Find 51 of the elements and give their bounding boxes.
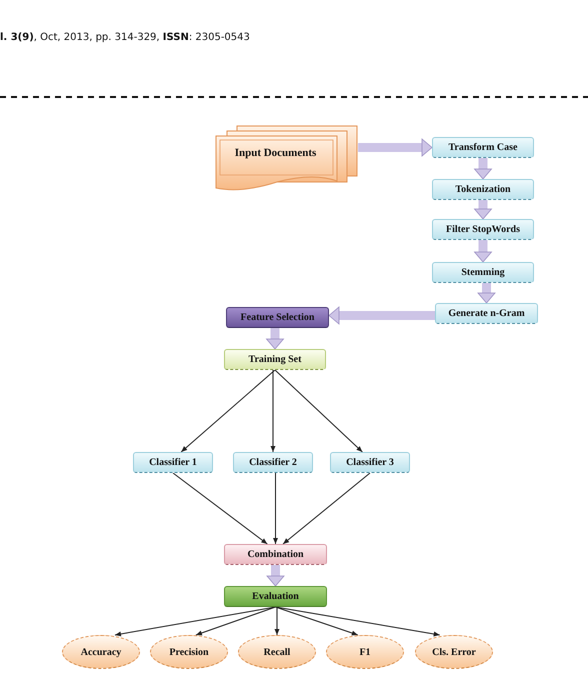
process-box [432, 179, 534, 200]
box-label: Combination [247, 549, 304, 560]
box-label: Evaluation [252, 591, 299, 602]
process-box [432, 137, 534, 158]
process-box [226, 307, 329, 328]
arrow [114, 606, 276, 636]
ellipse-label: Precision [169, 646, 209, 658]
ellipse-label: Accuracy [80, 646, 122, 658]
block-arrow [474, 158, 492, 180]
arrow [274, 370, 363, 452]
arrow [195, 606, 276, 636]
document-label: Input Documents [234, 146, 316, 160]
arrow [275, 606, 440, 636]
process-box [432, 219, 534, 240]
box-label: Filter StopWords [446, 224, 520, 235]
block-arrow [358, 138, 432, 156]
process-box [233, 452, 313, 473]
document-stack [215, 125, 358, 193]
arrow [270, 370, 276, 452]
process-box [330, 452, 410, 473]
arrow [274, 606, 280, 636]
process-box [133, 452, 213, 473]
ellipse-label: Cls. Error [432, 646, 476, 658]
block-arrow [474, 200, 492, 220]
citation-text: l. 3(9), Oct, 2013, pp. 314-329, ISSN: 2305-0543 [0, 32, 250, 44]
arrow [273, 472, 278, 544]
block-arrow [328, 306, 435, 324]
process-box [224, 349, 326, 370]
block-arrow [478, 283, 496, 304]
block-arrow [266, 328, 284, 350]
box-label: Tokenization [455, 184, 511, 195]
arrow [172, 472, 268, 544]
box-label: Transform Case [448, 142, 518, 153]
arrow [282, 472, 370, 544]
box-label: Classifier 3 [346, 457, 394, 468]
box-label: Feature Selection [240, 312, 314, 323]
block-arrow [266, 565, 284, 586]
block-arrow [474, 240, 492, 262]
process-box [432, 262, 534, 283]
box-label: Classifier 2 [249, 457, 297, 468]
process-box [224, 586, 327, 607]
arrow [180, 370, 276, 452]
ellipse-label: F1 [359, 646, 371, 658]
process-box [224, 544, 327, 565]
arrow [275, 606, 358, 636]
box-label: Stemming [461, 267, 505, 278]
box-label: Classifier 1 [149, 457, 197, 468]
ellipse-label: Recall [264, 646, 290, 658]
box-label: Generate n-Gram [448, 308, 525, 319]
box-label: Training Set [248, 354, 302, 365]
process-box [435, 303, 538, 324]
